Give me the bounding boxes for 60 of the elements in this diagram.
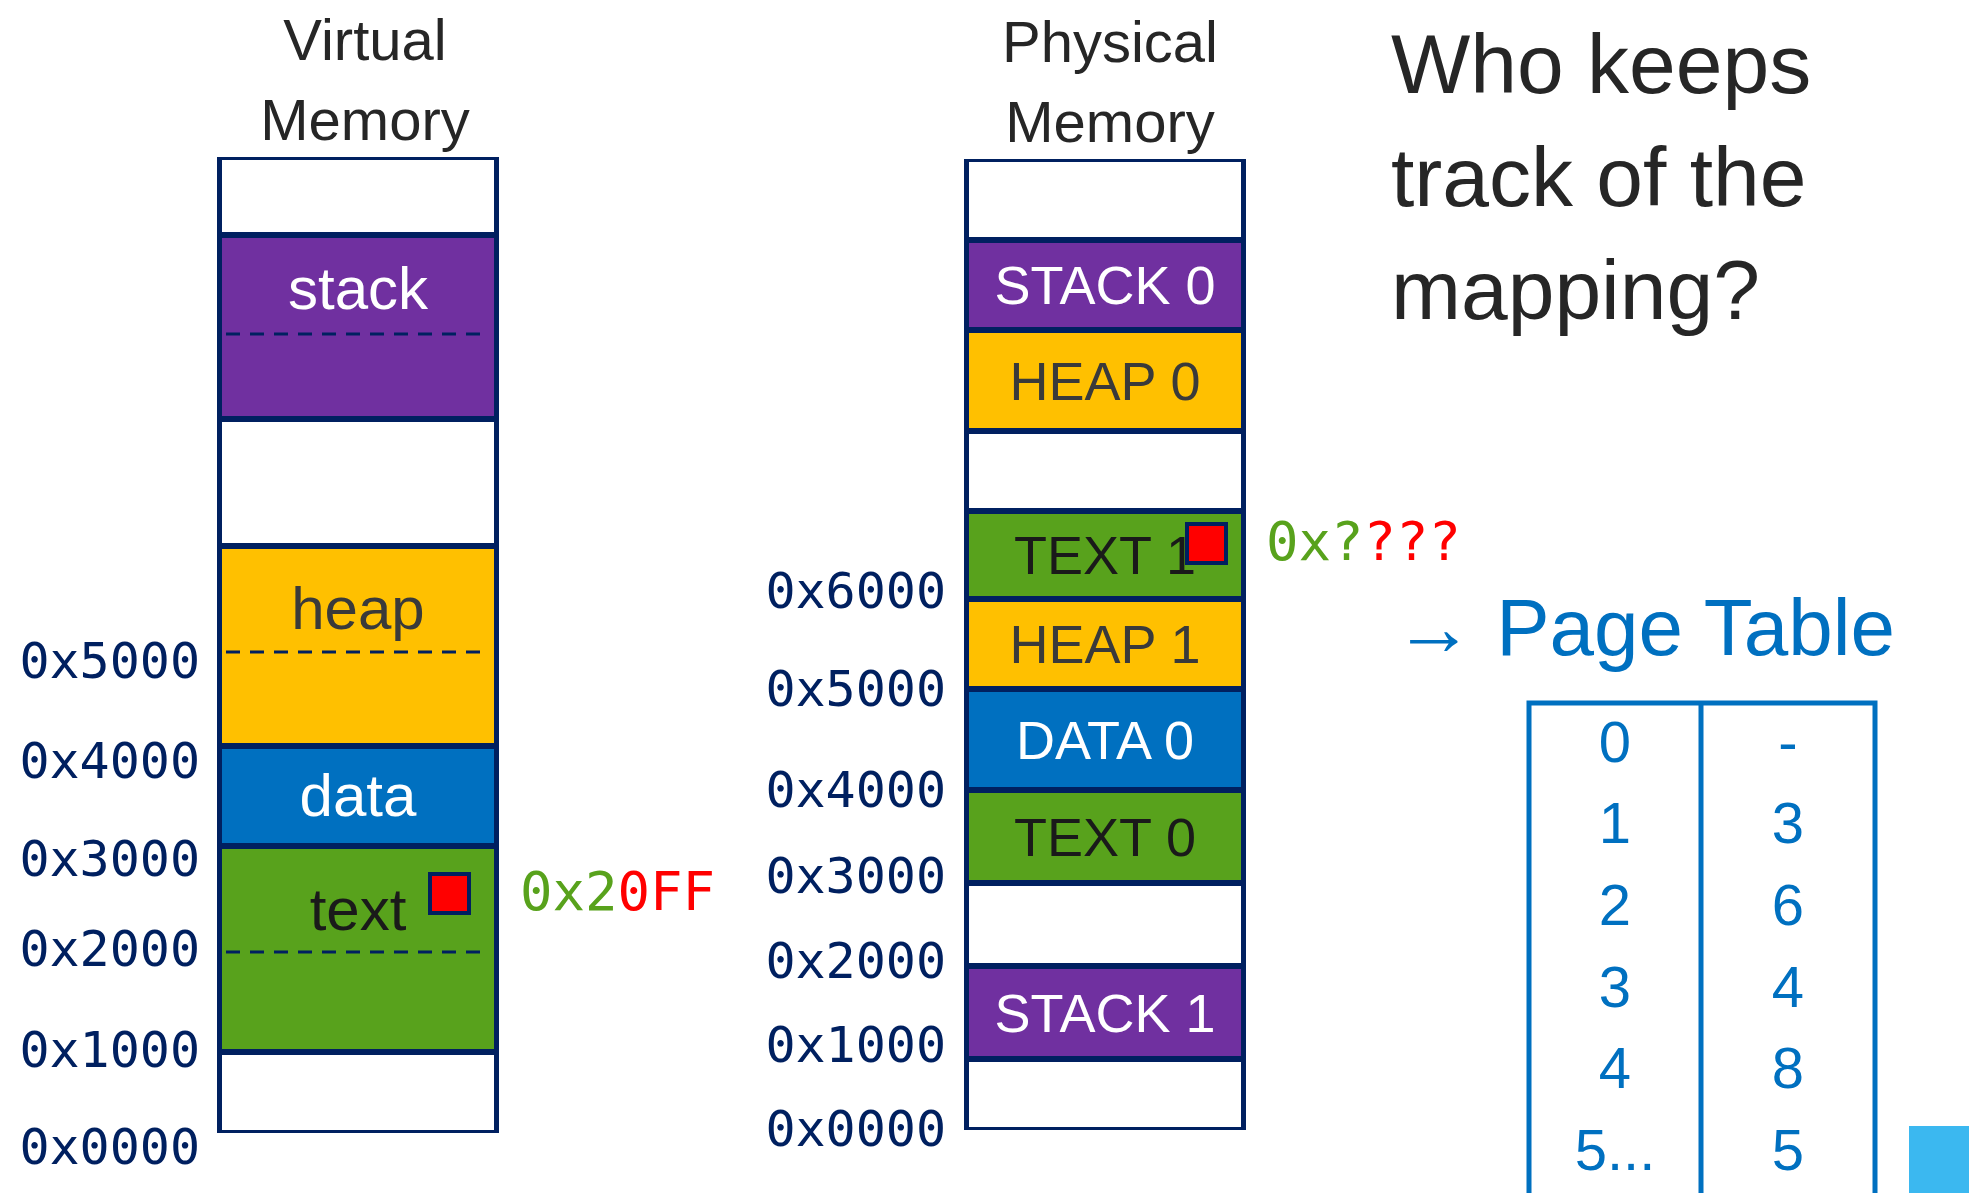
- memory-segment: [969, 599, 1241, 689]
- address-label: 0x3000: [19, 833, 200, 884]
- memory-segment: [222, 546, 494, 746]
- memory-segment: [222, 846, 494, 1052]
- segment-label: stack: [286, 259, 429, 319]
- address-label: 0x6000: [765, 565, 946, 616]
- empty-segment: [969, 431, 1241, 511]
- segment-label: data: [298, 766, 418, 826]
- empty-segment: [969, 1059, 1241, 1130]
- memory-segment: [969, 511, 1241, 599]
- segment-label: TEXT 0: [1012, 809, 1198, 864]
- segment-label: HEAP 1: [1008, 617, 1202, 671]
- address-label: 0x0000: [19, 1121, 200, 1172]
- segment-label: TEXT 1: [1012, 528, 1198, 582]
- address-label: 0x2000: [765, 935, 946, 986]
- empty-segment: [222, 419, 494, 546]
- segment-label: heap: [290, 579, 426, 639]
- column-title: Physical Memory: [1001, 8, 1219, 156]
- slide-title: Who keeps track of the mapping?: [1391, 16, 1813, 339]
- segment-label: DATA 0: [1014, 712, 1196, 767]
- address-label: 0x0000: [765, 1103, 946, 1154]
- table-cell-text: 3: [1771, 794, 1805, 853]
- column-title: Virtual Memory: [259, 6, 471, 154]
- address-label: 0x4000: [19, 735, 200, 786]
- address-label: 0x5000: [19, 635, 200, 686]
- memory-segment: [969, 240, 1241, 330]
- memory-segment: [222, 746, 494, 846]
- table-cell-text: -: [1778, 713, 1798, 772]
- memory-segment: [969, 689, 1241, 790]
- address-label: 0x1000: [765, 1019, 946, 1070]
- address-label: 0x20FF: [520, 862, 716, 922]
- table-cell-text: 4: [1598, 1039, 1632, 1098]
- table-cell-text: 3: [1598, 958, 1632, 1017]
- empty-segment: [222, 157, 494, 235]
- address-label: 0x????: [1266, 512, 1462, 572]
- address-label: 0x4000: [765, 764, 946, 815]
- memory-segment: [969, 330, 1241, 431]
- table-cell-text: 0: [1598, 713, 1632, 772]
- address-label: 0x3000: [765, 850, 946, 901]
- table-cell-text: 2: [1598, 876, 1632, 935]
- memory-segment: [969, 790, 1241, 883]
- table-cell-text: 5: [1771, 1121, 1805, 1180]
- table-cell-text: 4: [1771, 958, 1805, 1017]
- table-cell-text: 1: [1598, 794, 1632, 853]
- address-label: 0x2000: [19, 923, 200, 974]
- table-cell-text: 6: [1771, 876, 1805, 935]
- segment-label: text: [308, 880, 408, 940]
- table-cell-text: 8: [1771, 1039, 1805, 1098]
- empty-segment: [969, 159, 1241, 240]
- segment-label: STACK 1: [993, 985, 1217, 1040]
- address-label: 0x5000: [765, 663, 946, 714]
- memory-segment: [222, 235, 494, 419]
- address-marker: [428, 872, 471, 915]
- address-label: 0x1000: [19, 1024, 200, 1075]
- table-cell-text: 5...: [1574, 1121, 1656, 1180]
- segment-label: STACK 0: [993, 258, 1217, 312]
- segment-label: HEAP 0: [1008, 353, 1202, 408]
- memory-segment: [969, 966, 1241, 1059]
- empty-segment: [222, 1052, 494, 1133]
- empty-segment: [969, 883, 1241, 966]
